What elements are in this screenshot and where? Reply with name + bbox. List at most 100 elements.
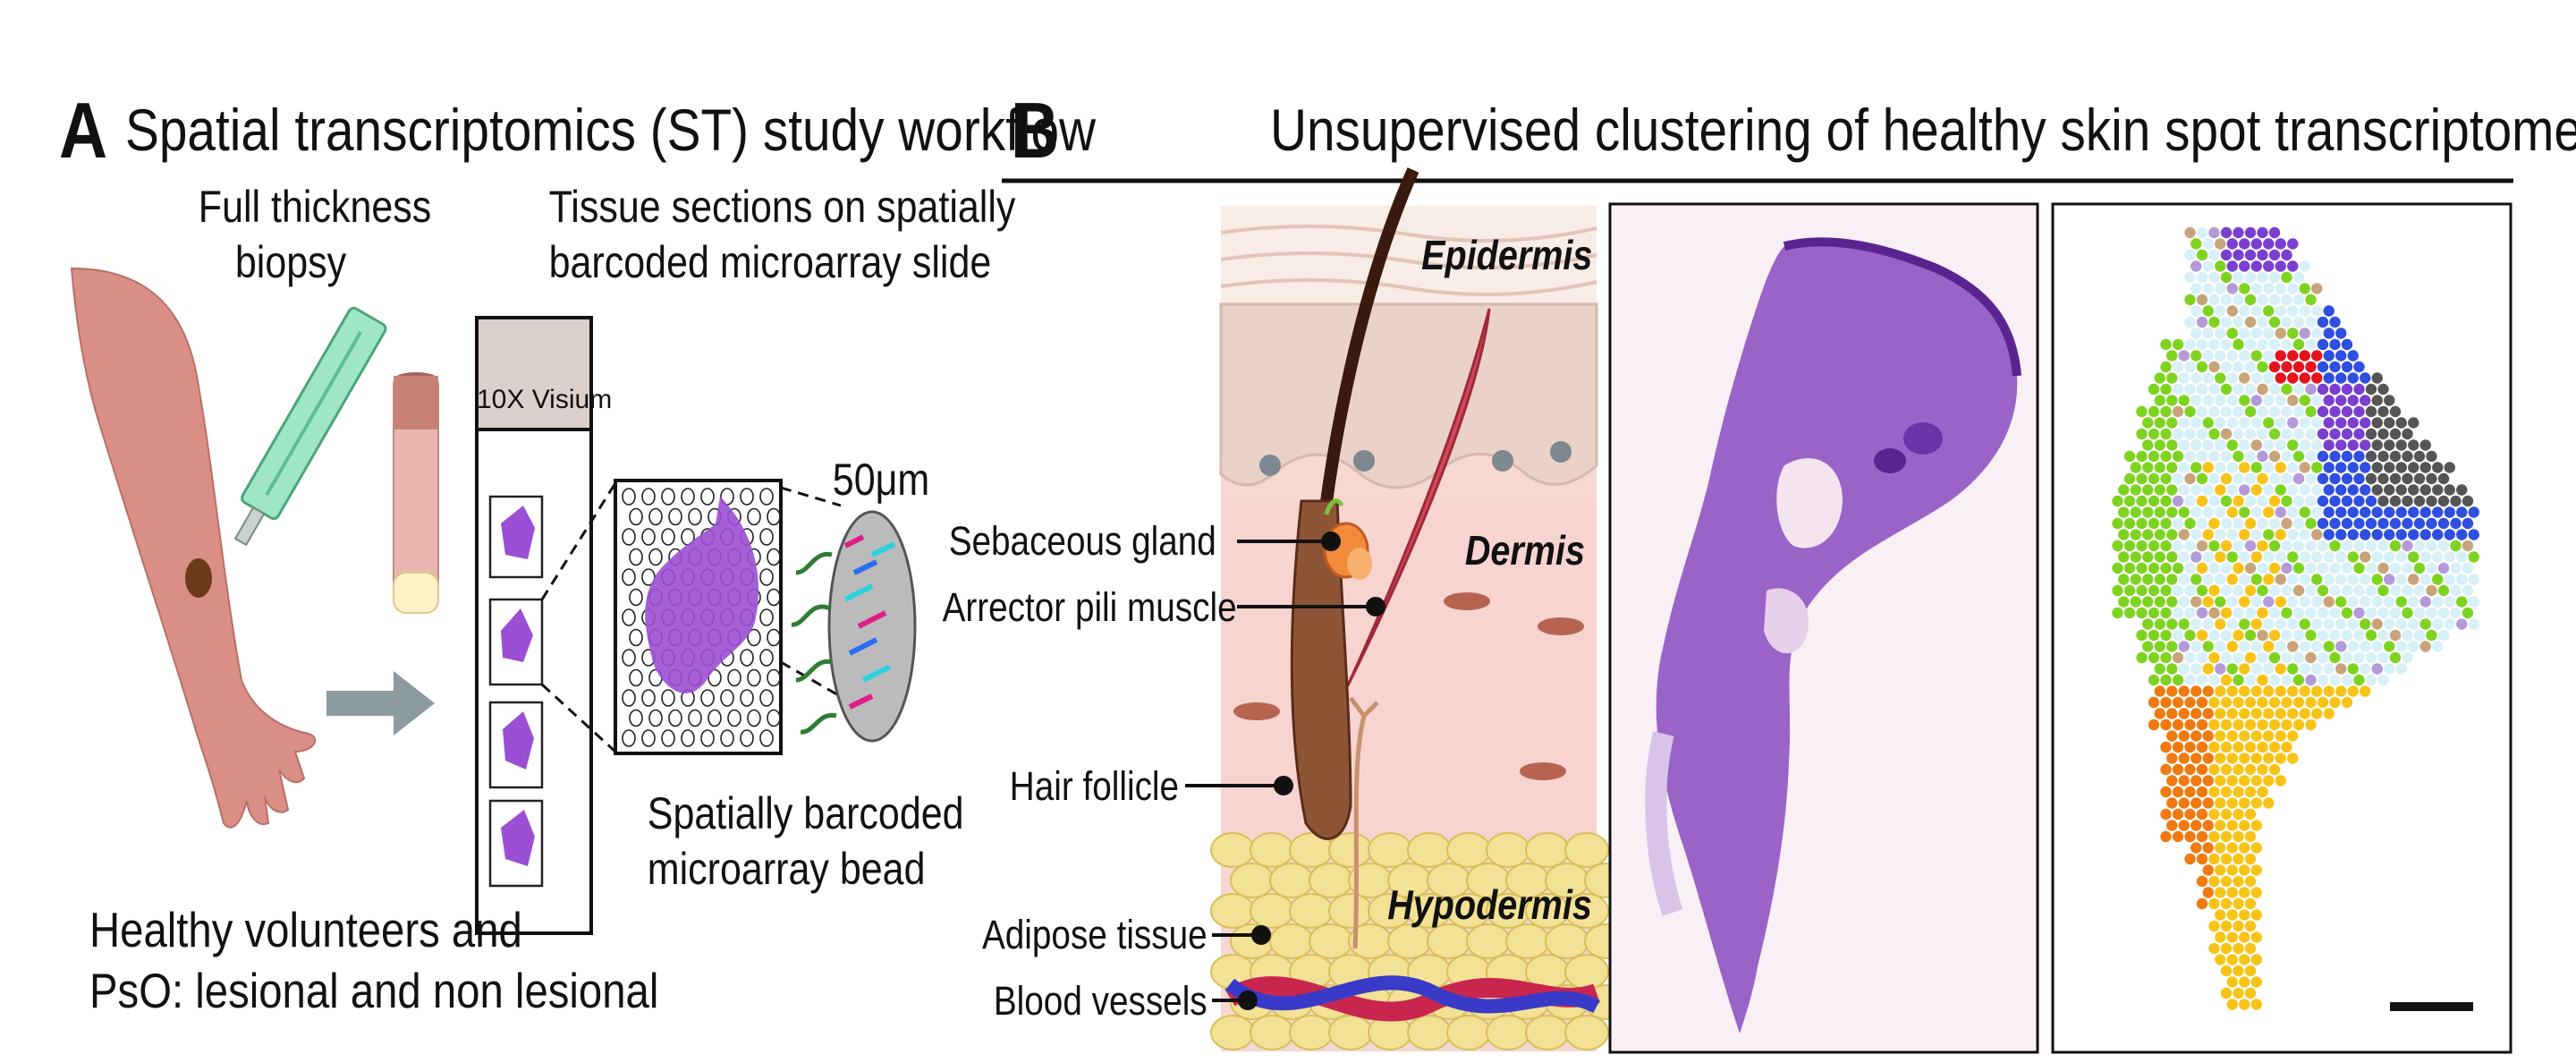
cluster-spot [2450, 495, 2462, 507]
microarray-spot [661, 689, 675, 707]
cluster-spot [2341, 607, 2353, 619]
cluster-spot [2341, 405, 2353, 418]
cluster-spot [2208, 271, 2220, 284]
cluster-spot [2311, 551, 2323, 563]
cluster-spot [2263, 529, 2275, 540]
cluster-spot [2172, 361, 2184, 373]
cluster-spot [2239, 954, 2250, 965]
cluster-spot [2292, 719, 2305, 731]
cluster-spot [2148, 540, 2160, 552]
cluster-spot [2196, 271, 2208, 284]
cluster-spot [2268, 741, 2281, 753]
cluster-spot [2419, 484, 2431, 496]
cluster-spot [2365, 562, 2377, 574]
cluster-spot [2437, 495, 2450, 507]
cluster-spot [2323, 663, 2334, 675]
cluster-spot [2208, 361, 2220, 373]
cluster-spot [2172, 607, 2184, 619]
cluster-spot [2202, 641, 2214, 652]
cluster-spot [2233, 965, 2244, 977]
cluster-spot [2250, 954, 2262, 965]
cluster-spot [2268, 562, 2281, 574]
cluster-spot [2172, 495, 2184, 507]
cluster-spot [2268, 763, 2281, 776]
cluster-spot [2196, 763, 2208, 776]
cluster-spot [2136, 428, 2148, 440]
cluster-spot [2142, 551, 2154, 563]
cluster-spot [2371, 551, 2383, 563]
cluster-spot [2136, 629, 2148, 642]
cluster-spot [2208, 920, 2220, 932]
cluster-spot [2196, 450, 2208, 463]
cluster-spot [2208, 741, 2220, 753]
cluster-spot [2184, 696, 2196, 709]
cluster-spot [2202, 730, 2214, 742]
biopsy-label-line-2: biopsy [234, 237, 347, 287]
cluster-spot [2341, 495, 2353, 507]
cluster-spot [2166, 574, 2178, 585]
cluster-spot [2178, 730, 2190, 742]
cluster-spot [2365, 584, 2377, 597]
cluster-spot [2432, 574, 2444, 585]
cluster-spot [2371, 529, 2383, 540]
cluster-spot [2190, 395, 2202, 406]
cluster-spot [2250, 663, 2262, 675]
cluster-spot [2196, 786, 2208, 798]
cluster-spot [2275, 305, 2286, 317]
cluster-spot [2202, 395, 2214, 406]
cluster-spot [2347, 551, 2359, 563]
cluster-spot [2317, 696, 2329, 709]
cluster-spot [2233, 629, 2244, 642]
label-hair-follicle: Hair follicle [1009, 763, 1179, 809]
cluster-spot [2311, 372, 2323, 384]
cluster-spot [2413, 629, 2426, 642]
cluster-spot [2166, 350, 2178, 361]
microarray-spot [622, 528, 636, 546]
cluster-spot [2444, 529, 2455, 540]
cluster-spot [2287, 462, 2299, 473]
cluster-spot [2408, 641, 2419, 652]
cluster-spot [2329, 562, 2341, 574]
cluster-spot [2244, 607, 2257, 619]
cluster-spot [2268, 696, 2281, 709]
cluster-spot [2244, 763, 2257, 776]
cluster-spot [2377, 383, 2389, 395]
cluster-spot [2178, 350, 2190, 361]
cluster-spot [2257, 226, 2268, 239]
cluster-spot [2275, 238, 2286, 250]
cluster-spot [2329, 383, 2341, 395]
cluster-spot [2142, 574, 2154, 585]
cluster-spot [2136, 584, 2148, 597]
cluster-spot [2413, 584, 2426, 597]
cluster-spot [2263, 618, 2275, 630]
cluster-spot [2305, 674, 2317, 686]
cluster-spot [2226, 238, 2238, 250]
cluster-spot [2329, 428, 2341, 440]
cluster-spot [2202, 775, 2214, 787]
cluster-spot [2202, 305, 2214, 317]
cluster-spot [2196, 584, 2208, 597]
cluster-spot [2341, 540, 2353, 552]
cluster-spot [2275, 596, 2286, 608]
cluster-spot [2389, 584, 2402, 597]
cluster-spot [2196, 741, 2208, 753]
cluster-spot [2305, 562, 2317, 574]
cluster-spot [2299, 529, 2310, 540]
panel-a-title: Spatial transcriptomics (ST) study workf… [125, 97, 1097, 163]
cluster-spot [2226, 775, 2238, 787]
cluster-spot [2299, 350, 2310, 361]
cluster-spot [2239, 462, 2250, 473]
microarray-spot [629, 548, 643, 566]
cluster-spot [2166, 663, 2178, 675]
adipose-cell [1289, 1015, 1334, 1050]
cluster-spot [2299, 641, 2310, 652]
cluster-spot [2244, 472, 2257, 485]
cluster-spot [2317, 562, 2329, 574]
cluster-spot [2402, 450, 2413, 463]
cluster-spot [2196, 338, 2208, 351]
cluster-spot [2281, 629, 2292, 642]
cluster-spot [2233, 271, 2244, 284]
cluster-spot [2305, 629, 2317, 642]
cluster-spot [2239, 238, 2250, 250]
cluster-spot [2160, 786, 2172, 798]
